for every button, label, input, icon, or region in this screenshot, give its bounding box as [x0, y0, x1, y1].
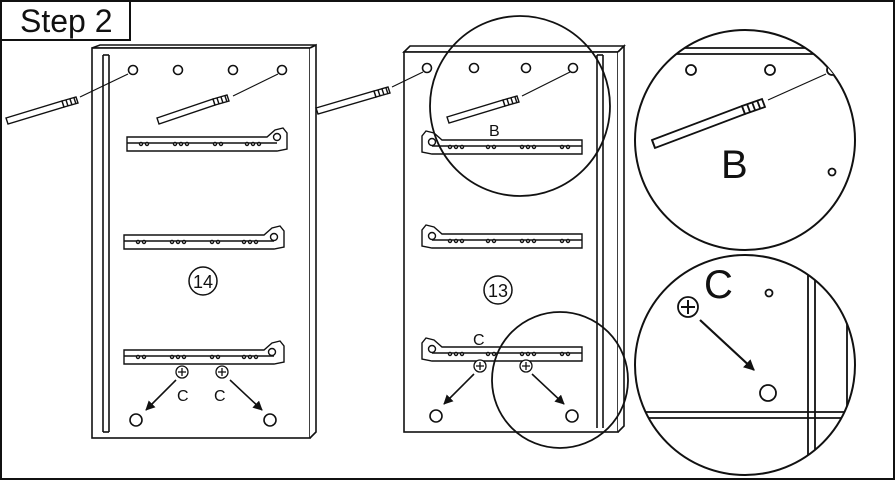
rail-right-bottom	[421, 337, 583, 362]
label-c-large: C	[704, 263, 733, 307]
arrows-c-right	[443, 373, 565, 405]
rail-right-middle	[421, 224, 583, 249]
label-c-left-2: C	[214, 388, 226, 405]
top-holes-right	[421, 62, 579, 74]
highlight-circle-c	[491, 311, 629, 449]
screw-c-right-1	[473, 359, 487, 373]
label-b-large: B	[721, 143, 748, 187]
step-title: Step 2	[20, 3, 113, 39]
guide-line-right-1	[391, 71, 424, 88]
top-holes-left	[127, 64, 288, 76]
rail-left-middle	[123, 225, 285, 250]
highlight-circle-b	[429, 15, 611, 197]
rail-right-top	[421, 130, 583, 155]
screw-c-left-2	[215, 365, 229, 379]
label-c-right-small: C	[473, 332, 485, 349]
screw-c-right-2	[519, 359, 533, 373]
panel-number-right: 13	[488, 281, 508, 301]
rail-left-bottom	[123, 340, 285, 365]
guide-line-left-1	[79, 73, 129, 98]
dowel-left-1	[5, 96, 79, 125]
dowel-left-2	[156, 94, 230, 125]
panel-number-left-badge: 14	[188, 266, 218, 296]
panel-number-right-badge: 13	[483, 275, 513, 305]
dowel-right-1	[315, 86, 391, 115]
bottom-holes-left	[129, 413, 277, 427]
dowel-right-2	[446, 95, 520, 124]
title-tab	[1, 1, 131, 41]
panel-number-left: 14	[193, 272, 213, 292]
screw-c-left-1	[175, 365, 189, 379]
guide-line-right-2	[521, 71, 571, 97]
label-c-left-1: C	[177, 388, 189, 405]
arrows-c-left	[145, 379, 263, 411]
guide-line-left-2	[232, 73, 279, 97]
detail-c	[634, 254, 856, 476]
bottom-holes-right	[429, 409, 579, 423]
label-b-small: B	[489, 123, 500, 140]
rail-left-top	[126, 127, 288, 152]
detail-b	[634, 29, 856, 251]
